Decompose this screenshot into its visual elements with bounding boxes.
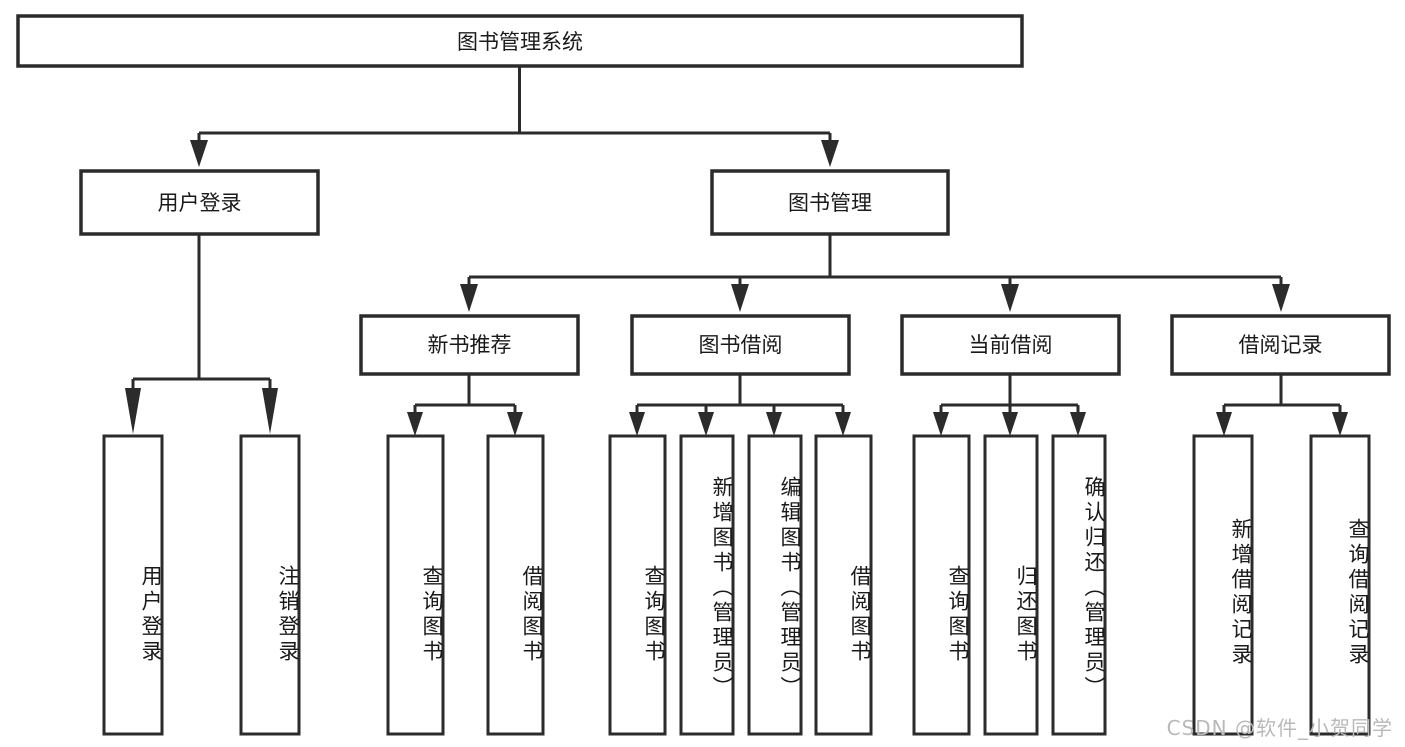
- arrow-head-leaf-add-record: [1216, 412, 1232, 436]
- connector-group-root: [190, 66, 839, 167]
- node-current-borrow[interactable]: 当前借阅: [900, 314, 1121, 376]
- connector-group-user-login: [125, 234, 278, 434]
- connector-group-book-borrow: [629, 374, 851, 436]
- arrow-head-leaf-borrow-book-1: [507, 412, 523, 436]
- node-current-borrow-box[interactable]: [900, 314, 1121, 376]
- node-leaf-borrow-book-1-box[interactable]: [486, 434, 545, 736]
- node-leaf-return-book-box[interactable]: [983, 434, 1039, 736]
- node-book-borrow-label: 图书借阅: [699, 333, 783, 357]
- arrow-head-user-login: [190, 140, 208, 167]
- node-book-manage-box[interactable]: [710, 169, 950, 236]
- arrow-head-leaf-user-login: [125, 388, 141, 434]
- arrow-head-leaf-confirm-return: [1070, 412, 1086, 436]
- node-user-login-label: 用户登录: [158, 191, 242, 215]
- node-book-manage[interactable]: 图书管理: [710, 169, 950, 236]
- arrow-head-leaf-borrow-book-2: [835, 412, 851, 436]
- node-user-login-box[interactable]: [79, 169, 320, 236]
- arrow-head-book-borrow: [731, 284, 749, 312]
- node-leaf-query-record-box[interactable]: [1309, 434, 1371, 736]
- arrow-head-book-manage: [821, 140, 839, 167]
- arrow-head-leaf-add-book: [698, 412, 714, 436]
- node-book-borrow[interactable]: 图书借阅: [630, 314, 851, 376]
- arrow-head-leaf-query-record: [1332, 412, 1348, 436]
- node-borrow-record[interactable]: 借阅记录: [1170, 314, 1391, 376]
- node-book-borrow-box[interactable]: [630, 314, 851, 376]
- connector-group-borrow-record: [1216, 374, 1348, 436]
- node-user-login[interactable]: 用户登录: [79, 169, 320, 236]
- node-leaf-query-book-1-box[interactable]: [386, 434, 445, 736]
- arrow-head-leaf-return-book: [1002, 412, 1018, 436]
- arrow-head-leaf-edit-book: [766, 412, 782, 436]
- node-leaf-add-record-box[interactable]: [1192, 434, 1254, 736]
- leaf-node-group: [102, 434, 1371, 736]
- node-new-book-recommend[interactable]: 新书推荐: [359, 314, 580, 376]
- node-leaf-add-book-box[interactable]: [679, 434, 735, 736]
- arrow-head-leaf-query-book-1: [407, 412, 423, 436]
- connector-group-current-borrow: [933, 374, 1086, 436]
- arrow-head-leaf-query-book-3: [933, 412, 949, 436]
- node-new-book-recommend-label: 新书推荐: [428, 333, 512, 357]
- arrow-head-current-borrow: [1001, 284, 1019, 312]
- arrow-head-leaf-logout-login: [262, 388, 278, 434]
- connector-group-book-manage: [460, 234, 1290, 312]
- node-leaf-query-book-3-box[interactable]: [912, 434, 971, 736]
- node-current-borrow-label: 当前借阅: [969, 333, 1053, 357]
- csdn-watermark: CSDN @软件_小贺同学: [1166, 716, 1393, 740]
- node-root-box[interactable]: [16, 14, 1024, 68]
- node-leaf-user-login-box[interactable]: [102, 434, 164, 736]
- node-borrow-record-label: 借阅记录: [1239, 333, 1323, 357]
- arrow-head-new-book-recommend: [460, 284, 478, 312]
- node-root[interactable]: 图书管理系统: [16, 14, 1024, 68]
- node-root-label: 图书管理系统: [457, 30, 583, 54]
- connector-group-new-book-recommend: [407, 374, 523, 436]
- node-leaf-logout-login-box[interactable]: [239, 434, 301, 736]
- node-leaf-edit-book-box[interactable]: [747, 434, 803, 736]
- node-borrow-record-box[interactable]: [1170, 314, 1391, 376]
- node-book-manage-label: 图书管理: [788, 191, 872, 215]
- arrow-head-leaf-query-book-2: [629, 412, 645, 436]
- node-leaf-confirm-return-box[interactable]: [1051, 434, 1107, 736]
- node-new-book-recommend-box[interactable]: [359, 314, 580, 376]
- arrow-head-borrow-record: [1272, 284, 1290, 312]
- node-leaf-query-book-2-box[interactable]: [608, 434, 667, 736]
- node-leaf-borrow-book-2-box[interactable]: [814, 434, 873, 736]
